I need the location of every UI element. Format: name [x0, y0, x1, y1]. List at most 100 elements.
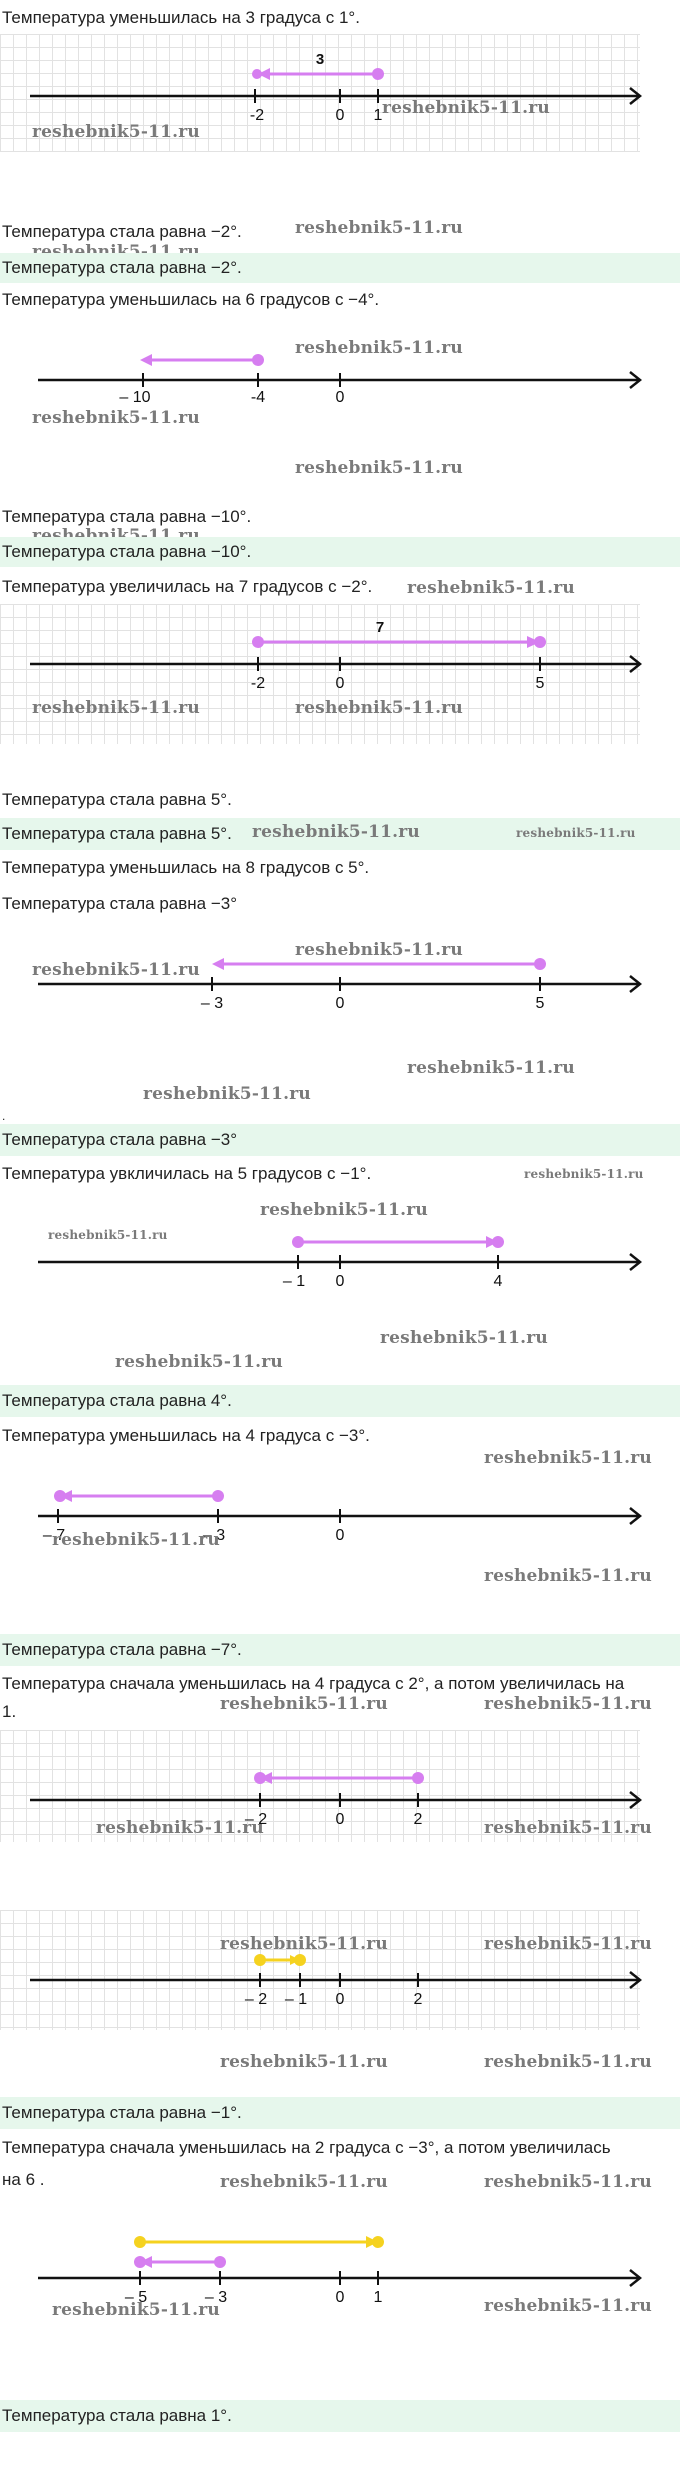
watermark: reshebnik5-11.ru — [32, 698, 200, 718]
problem-statement-cont: на 6 . — [2, 2170, 45, 2189]
watermark: reshebnik5-11.ru — [143, 1084, 311, 1104]
watermark: reshebnik5-11.ru — [220, 1934, 388, 1954]
end-point-dot — [492, 1236, 504, 1248]
axis-arrowhead — [629, 1791, 643, 1809]
tick-label: -2 — [251, 675, 265, 692]
problem-statement-cont: 1. — [2, 1702, 17, 1721]
watermark: reshebnik5-11.ru — [52, 2300, 220, 2320]
tick-label: 5 — [536, 675, 545, 692]
number-line-figure: – 2 – 1 0 2 — [30, 1954, 643, 2008]
watermark: reshebnik5-11.ru — [295, 698, 463, 718]
watermark: reshebnik5-11.ru — [96, 1818, 264, 1838]
answer-band: Температура стала равна −7°. — [0, 1634, 680, 1666]
tick-label: – 3 — [201, 995, 223, 1012]
watermark: reshebnik5-11.ru — [484, 2052, 652, 2072]
watermark: reshebnik5-11.ru — [516, 826, 636, 840]
tick-label: – 2 — [245, 1991, 267, 2008]
grid-background — [0, 34, 640, 152]
watermark: reshebnik5-11.ru — [295, 218, 463, 238]
tick-label: 2 — [414, 1991, 423, 2008]
tick-label: 0 — [336, 1273, 345, 1290]
start-point-dot — [214, 2256, 226, 2268]
start-point-dot — [252, 636, 264, 648]
watermark: reshebnik5-11.ru — [260, 1200, 428, 1220]
end-point-dot — [372, 2236, 384, 2248]
tick-label: 0 — [336, 107, 345, 124]
answer-band: Температура стала равна −10°. — [0, 537, 680, 567]
number-line-figure: – 2 0 2 — [30, 1772, 643, 1828]
answer-band: Температура стала равна −1°. — [0, 2097, 680, 2129]
watermark: reshebnik5-11.ru — [220, 1694, 388, 1714]
tick-label: 0 — [336, 675, 345, 692]
start-point-dot — [412, 1772, 424, 1784]
problem-result-line: Температура стала равна −3° — [2, 894, 238, 913]
start-point-dot — [372, 68, 384, 80]
watermark: reshebnik5-11.ru — [484, 1694, 652, 1714]
violet-arrowhead — [527, 636, 540, 648]
answer-band: Температура стала равна 1°. — [0, 2400, 680, 2432]
tick-label: – 2 — [245, 1811, 267, 1828]
tick-label: 0 — [336, 1527, 345, 1544]
tick-label: – 3 — [205, 2289, 227, 2306]
start-point-dot — [212, 1490, 224, 1502]
grid-background — [0, 1910, 640, 2030]
arc-label: 7 — [376, 619, 384, 636]
end-point-dot — [252, 69, 262, 79]
axis-arrowhead — [629, 371, 643, 389]
watermark: reshebnik5-11.ru — [252, 822, 420, 842]
watermark: reshebnik5-11.ru — [220, 2052, 388, 2072]
number-line-figure: – 7 – 3 0 — [38, 1490, 643, 1544]
arc-label: 3 — [316, 51, 324, 68]
start-point-dot — [254, 1954, 266, 1966]
answer-band: Температура стала равна 5°. — [0, 818, 680, 850]
tick-label: – 1 — [283, 1273, 305, 1290]
watermark: reshebnik5-11.ru — [407, 578, 575, 598]
problem-statement: Температура уменьшилась на 3 градуса с 1… — [2, 8, 360, 27]
tick-label: 2 — [414, 1811, 423, 1828]
answer-band: Температура стала равна 4°. — [0, 1385, 680, 1417]
watermark: reshebnik5-11.ru — [220, 2172, 388, 2192]
tick-label: 0 — [336, 1991, 345, 2008]
number-line-figure: – 10 -4 0 — [38, 354, 643, 406]
tick-label: 0 — [336, 1811, 345, 1828]
violet-arrowhead — [258, 68, 270, 80]
watermark: reshebnik5-11.ru — [32, 122, 200, 142]
problem-statement: Температура увеличилась на 7 градусов с … — [2, 577, 373, 596]
watermark: reshebnik5-11.ru — [524, 1167, 644, 1181]
tick-label: 5 — [536, 995, 545, 1012]
result-text: Температура стала равна −10°. — [2, 507, 252, 526]
tick-label: – 10 — [119, 389, 150, 406]
problem-statement: Температура сначала уменьшилась на 4 гра… — [2, 1674, 625, 1693]
watermark: reshebnik5-11.ru — [484, 1566, 652, 1586]
tick-label: – 3 — [203, 1527, 225, 1544]
axis-arrowhead — [629, 1971, 643, 1989]
number-line-figure: -2 0 1 3 — [30, 51, 643, 124]
axis-arrowhead — [629, 655, 643, 673]
number-line-figure: – 5 – 3 0 1 — [38, 2236, 643, 2306]
watermark: reshebnik5-11.ru — [32, 960, 200, 980]
watermark: reshebnik5-11.ru — [484, 1934, 652, 1954]
end-point-dot — [54, 1490, 66, 1502]
watermark: reshebnik5-11.ru — [295, 338, 463, 358]
tick-label: – 7 — [43, 1527, 65, 1544]
start-point-dot — [134, 2236, 146, 2248]
axis-arrowhead — [629, 1253, 643, 1271]
watermark: reshebnik5-11.ru — [484, 2172, 652, 2192]
answer-band: Температура стала равна −3° — [0, 1124, 680, 1156]
problem-statement: Температура уменьшилась на 4 градуса с −… — [2, 1426, 370, 1445]
grid-background — [0, 604, 640, 744]
watermark: reshebnik5-11.ru — [407, 1058, 575, 1078]
watermark: reshebnik5-11.ru — [484, 1448, 652, 1468]
end-point-dot — [134, 2256, 146, 2268]
start-point-dot — [292, 1236, 304, 1248]
watermark: reshebnik5-11.ru — [382, 98, 550, 118]
watermark: reshebnik5-11.ru — [48, 1228, 168, 1242]
tick-label: – 5 — [125, 2289, 147, 2306]
answer-band: Температура стала равна −2°. — [0, 253, 680, 283]
violet-arrowhead — [140, 354, 152, 366]
axis-arrowhead — [629, 1507, 643, 1525]
watermark: reshebnik5-11.ru — [380, 1328, 548, 1348]
problem-statement: Температура уменьшилась на 8 градусов с … — [2, 858, 370, 877]
grid-background — [0, 1730, 640, 1842]
number-line-figure: – 1 0 4 — [38, 1236, 643, 1290]
